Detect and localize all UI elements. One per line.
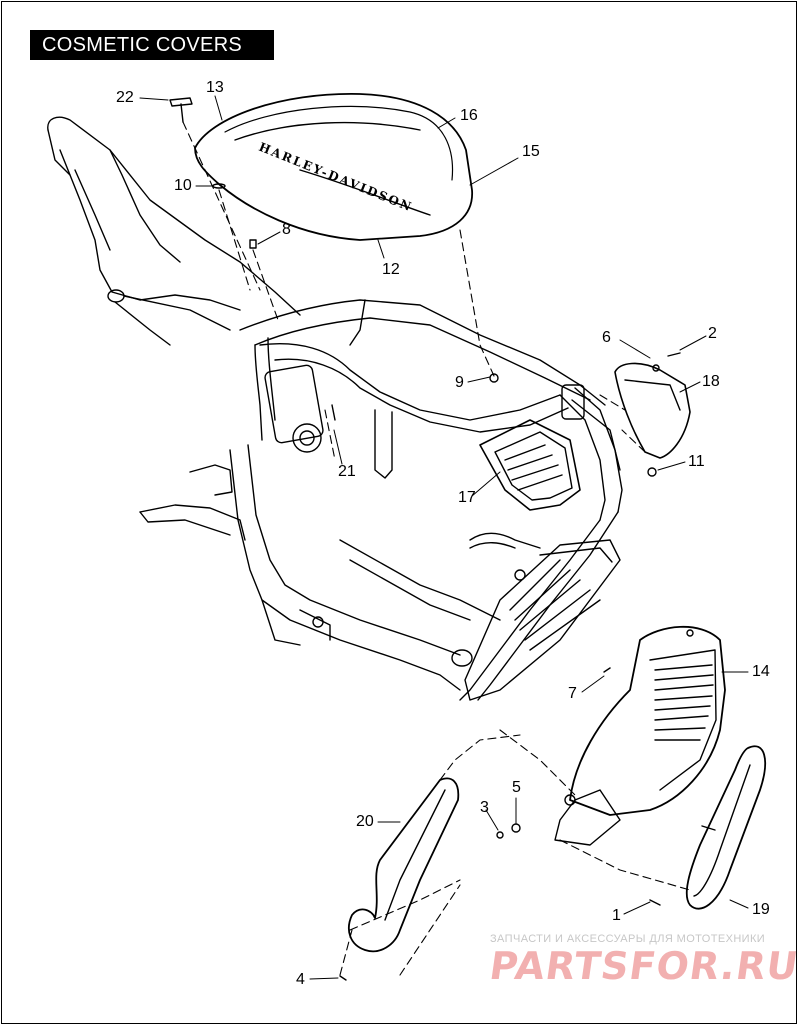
fuel-tank-cover [194, 93, 473, 241]
radiator-side-cover-14 [554, 625, 726, 846]
lower-cover-20 [348, 777, 460, 953]
callout-14: 14 [752, 663, 770, 680]
callout-10: 10 [174, 177, 192, 194]
callout-17: 17 [458, 489, 476, 506]
page-title: COSMETIC COVERS [30, 30, 274, 60]
callout-15: 15 [522, 143, 540, 160]
fasteners [169, 97, 661, 981]
callout-9: 9 [455, 374, 464, 391]
callout-21: 21 [338, 463, 356, 480]
motorcycle-frame [47, 116, 623, 701]
callout-7: 7 [568, 685, 577, 702]
callout-13: 13 [206, 79, 224, 96]
callout-20: 20 [356, 813, 374, 830]
trim-cover-19 [685, 745, 767, 910]
callout-19: 19 [752, 901, 770, 918]
leader-dash-lines [182, 121, 691, 976]
callout-3: 3 [480, 799, 489, 816]
callout-leaders [139, 95, 749, 980]
callout-1: 1 [612, 907, 621, 924]
side-cover-18 [614, 352, 691, 477]
radiator-cover-17 [479, 419, 581, 511]
radiator-core [464, 539, 621, 701]
callout-2: 2 [708, 325, 717, 342]
callout-16: 16 [460, 107, 478, 124]
callout-4: 4 [296, 971, 305, 988]
callout-6: 6 [602, 329, 611, 346]
watermark-subtitle: ЗАПЧАСТИ И АКСЕССУАРЫ ДЛЯ МОТОТЕХНИКИ [490, 933, 766, 945]
callout-8: 8 [282, 221, 291, 238]
watermark-brand: PARTSFOR.RU [486, 944, 800, 988]
callout-11: 11 [688, 453, 705, 470]
callout-12: 12 [382, 261, 400, 278]
tank-logo-text: HARLEY-DAVIDSON [257, 140, 415, 215]
callout-22: 22 [116, 89, 134, 106]
callout-5: 5 [512, 779, 521, 796]
callout-18: 18 [702, 373, 720, 390]
